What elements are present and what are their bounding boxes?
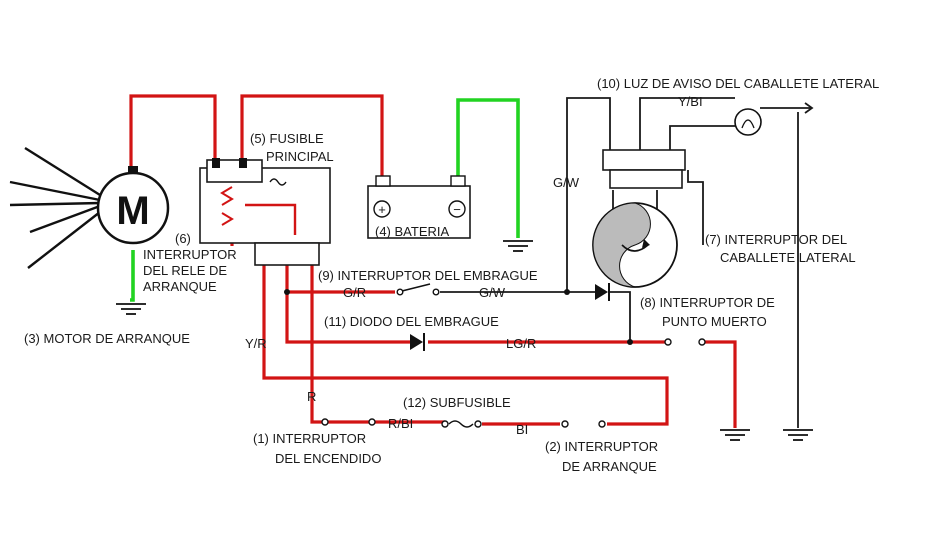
warning-light-label: (10) LUZ DE AVISO DEL CABALLETE LATERAL — [597, 76, 879, 91]
switch-connector-bottom — [609, 169, 683, 189]
wire-code-gw-vertical: G/W — [553, 175, 580, 190]
plus-sign: + — [378, 202, 386, 217]
motor-label: (3) MOTOR DE ARRANQUE — [24, 331, 190, 346]
plus-icon — [373, 200, 391, 218]
relay-coil-icon — [220, 186, 234, 226]
ignition-switch-contacts — [321, 418, 376, 426]
relay-contact-wire — [245, 203, 297, 235]
relay-label-line3: ARRANQUE — [143, 279, 217, 294]
green-wires — [130, 98, 520, 302]
battery-label: (4) BATERIA — [375, 224, 449, 239]
wire-code-yr: Y/R — [245, 336, 267, 351]
clutch-diode-icon — [410, 333, 425, 351]
ground-icon — [720, 429, 750, 441]
ground-icon — [783, 429, 813, 441]
main-fuse-label-line1: (5) FUSIBLE — [250, 131, 324, 146]
start-switch-label-line2: DE ARRANQUE — [562, 459, 657, 474]
sidestand-switch-label-line2: CABALLETE LATERAL — [720, 250, 856, 265]
battery-terminal-positive — [375, 175, 391, 187]
switch-connector-top — [602, 149, 686, 171]
wire-code-rbl: R/BI — [388, 416, 413, 431]
neutral-switch-rotor — [592, 202, 651, 288]
wire-code-ybl: Y/BI — [678, 94, 703, 109]
relay-label-line2: DEL RELE DE — [143, 263, 227, 278]
motor-arrow-lines — [9, 146, 101, 269]
arrowhead-icon — [642, 239, 650, 248]
wire-code-lgr: LG/R — [506, 336, 536, 351]
fuse-terminal — [212, 158, 220, 168]
main-fuse-symbol — [269, 178, 287, 186]
minus-sign: − — [453, 202, 461, 217]
lamp-filament-icon — [741, 119, 755, 129]
neutral-switch-label-line2: PUNTO MUERTO — [662, 314, 767, 329]
clutch-switch — [396, 283, 440, 296]
wire-code-gr: G/R — [343, 285, 366, 300]
start-switch-label-line1: (2) INTERRUPTOR — [545, 439, 658, 454]
lamp-bulb — [734, 108, 762, 136]
switch-contact — [396, 288, 404, 296]
warning-lamp — [734, 108, 762, 136]
ground-icon — [116, 303, 146, 315]
main-fuse-label-line2: PRINCIPAL — [266, 149, 334, 164]
subfuse — [441, 420, 482, 428]
start-switch-contacts — [561, 420, 606, 428]
subfuse-label: (12) SUBFUSIBLE — [403, 395, 511, 410]
starter-relay — [199, 158, 331, 266]
switch-contact — [432, 288, 440, 296]
starter-motor: M — [96, 166, 170, 245]
sidestand-switch-label-line1: (7) INTERRUPTOR DEL — [705, 232, 847, 247]
battery-terminal-negative — [450, 175, 466, 187]
fuse-terminal — [239, 158, 247, 168]
clutch-diode-label: (11) DIODO DEL EMBRAGUE — [324, 314, 499, 329]
ignition-switch-label-line2: DEL ENCENDIDO — [275, 451, 381, 466]
ignition-switch-label-line1: (1) INTERRUPTOR — [253, 431, 366, 446]
junction-dots — [284, 289, 633, 345]
motor-terminal — [128, 166, 138, 174]
wire-code-gw: G/W — [479, 285, 506, 300]
sidestand-switch-assembly — [592, 149, 686, 288]
ground-icon — [503, 240, 533, 252]
clutch-switch-label: (9) INTERRUPTOR DEL EMBRAGUE — [318, 268, 538, 283]
minus-icon — [448, 200, 466, 218]
switch-lever — [401, 283, 431, 292]
wire-code-bl: BI — [516, 422, 528, 437]
fuse-holder — [206, 159, 263, 183]
black-wires — [440, 97, 814, 428]
relay-number: (6) — [175, 231, 191, 246]
relay-connector — [254, 242, 320, 266]
wire-code-r: R — [307, 389, 316, 404]
fuse-icon — [448, 420, 474, 428]
diode-icon — [595, 283, 610, 301]
connector-contacts — [664, 338, 706, 346]
neutral-switch-label-line1: (8) INTERRUPTOR DE — [640, 295, 775, 310]
motor-symbol: M — [116, 189, 149, 233]
battery: + − — [367, 175, 471, 239]
relay-label-line1: INTERRUPTOR — [143, 247, 237, 262]
rotation-arrow-icon — [621, 244, 649, 252]
